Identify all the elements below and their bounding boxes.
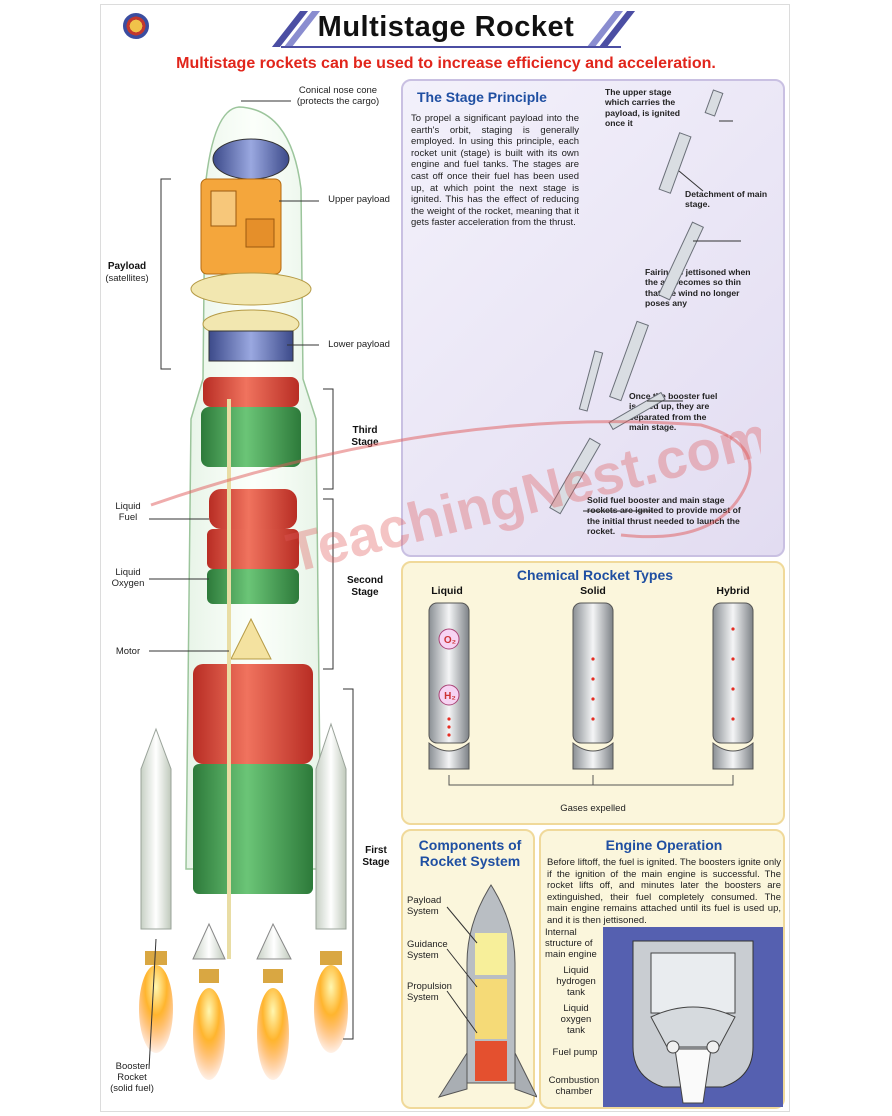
label-payload: Payload <box>107 261 147 272</box>
publisher-logo-icon <box>123 13 149 39</box>
label-booster-rocket: Booster Rocket (solid fuel) <box>110 1061 154 1094</box>
label-hydrogen-tank: Liquid hydrogen tank <box>556 965 596 998</box>
label-gases-expelled: Gases expelled <box>560 803 626 814</box>
label-fuel-pump: Fuel pump <box>552 1047 598 1058</box>
engine-title: Engine Operation <box>605 837 723 853</box>
callout-detachment: Detachment of main stage. <box>685 189 768 210</box>
label-third-stage: Third Stage <box>351 425 379 448</box>
label-lower-payload: Lower payload <box>328 339 390 350</box>
components-panel: Components of Rocket System Payload Syst… <box>401 829 537 1109</box>
type-solid: Solid <box>580 585 606 597</box>
engine-illustration <box>603 927 783 1107</box>
page-subtitle: Multistage rockets can be used to increa… <box>176 55 716 72</box>
type-liquid: Liquid <box>431 585 463 597</box>
label-upper-payload: Upper payload <box>328 194 390 205</box>
label-internal-structure: Internal structure of main engine <box>545 927 597 960</box>
chemical-types-title: Chemical Rocket Types <box>516 567 674 583</box>
label-liquid-fuel: Liquid Fuel <box>115 501 141 523</box>
page-title: Multistage Rocket <box>317 11 575 43</box>
chemical-types-illustration <box>428 602 754 786</box>
components-rocket-illustration <box>437 884 537 1098</box>
label-nose-cone: Conical nose cone (protects the cargo) <box>296 85 380 107</box>
label-h2: H₂ <box>444 691 456 702</box>
stage-principle-title: The Stage Principle <box>417 89 547 105</box>
callout-fairing: Fairing is jettisoned when the air becom… <box>645 267 751 308</box>
engine-body: Before liftoff, the fuel is ignited. The… <box>547 857 781 926</box>
stage-principle-panel: The Stage Principle To propel a signific… <box>401 79 785 557</box>
label-motor: Motor <box>115 646 141 657</box>
poster: Multistage Rocket Multistage rockets can… <box>100 4 790 1112</box>
label-guidance-system: Guidance System <box>407 939 448 961</box>
engine-operation-panel: Engine Operation Before liftoff, the fue… <box>539 829 785 1109</box>
header: Multistage Rocket <box>101 5 789 53</box>
label-oxygen-tank: Liquid oxygen tank <box>560 1003 592 1036</box>
label-second-stage: Second Stage <box>346 575 384 598</box>
label-first-stage: First Stage <box>362 845 390 868</box>
callout-upper-stage: The upper stage which carries the payloa… <box>605 87 680 128</box>
label-payload-system: Payload System <box>407 895 442 917</box>
stage-principle-body: To propel a significant payload into the… <box>411 113 579 229</box>
label-o2: O₂ <box>443 635 457 646</box>
chemical-rocket-types-panel: Chemical Rocket Types Liquid Solid Hybri… <box>401 561 785 825</box>
label-liquid-oxygen: Liquid Oxygen <box>111 567 145 589</box>
label-payload-sub: (satellites) <box>105 273 149 284</box>
header-rule <box>281 46 621 48</box>
label-combustion-chamber: Combustion chamber <box>548 1075 600 1097</box>
stage-sequence-illustration <box>549 89 741 515</box>
label-propulsion-system: Propulsion System <box>407 981 452 1003</box>
components-title: Components of Rocket System <box>418 837 522 869</box>
type-hybrid: Hybrid <box>716 585 750 597</box>
